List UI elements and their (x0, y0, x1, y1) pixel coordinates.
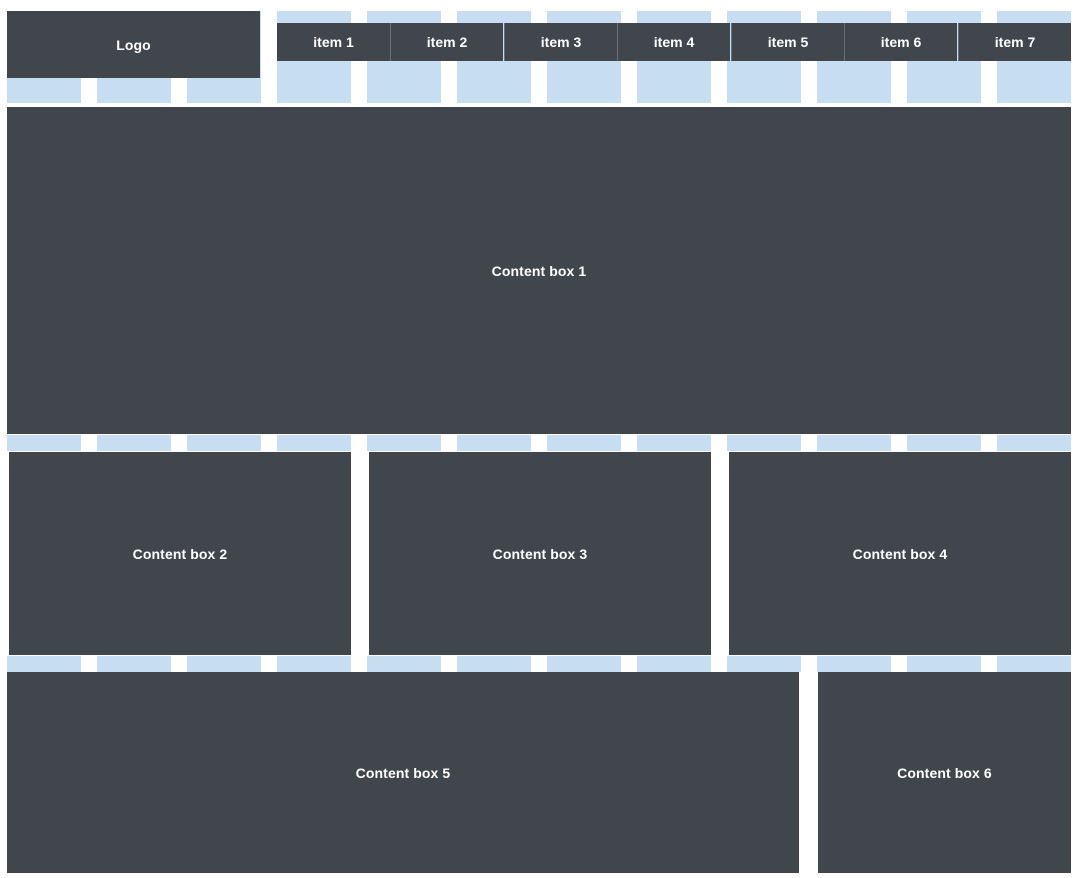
content-box-6-label: Content box 6 (897, 764, 992, 781)
content-box-4: Content box 4 (729, 452, 1071, 655)
grid-column-strip (727, 656, 801, 672)
content-box-3: Content box 3 (369, 452, 711, 655)
grid-column-strip (907, 656, 981, 672)
nav-item-label: item 1 (313, 34, 354, 50)
content-box-1-label: Content box 1 (491, 262, 587, 279)
nav-item-5[interactable]: item 5 (731, 23, 844, 61)
content-box-3-label: Content box 3 (492, 545, 588, 562)
nav-item-label: item 3 (540, 34, 582, 50)
grid-column-strip (97, 656, 171, 672)
grid-column-strip (277, 656, 351, 672)
grid-column-strip (277, 435, 351, 451)
grid-column-strip (367, 435, 441, 451)
grid-column-strip (187, 435, 261, 451)
grid-column-strip (817, 656, 891, 672)
nav-item-6[interactable]: item 6 (844, 23, 957, 61)
nav-item-label: item 4 (653, 34, 695, 50)
grid-column-strip (97, 435, 171, 451)
nav-item-label: item 5 (767, 34, 809, 50)
content-box-5-label: Content box 5 (355, 764, 451, 781)
content-box-4-label: Content box 4 (852, 545, 948, 562)
grid-column-strip (637, 656, 711, 672)
logo-label: Logo (116, 36, 151, 53)
grid-column-strip (457, 656, 531, 672)
grid-column-strip (547, 435, 621, 451)
grid-column-strip (367, 656, 441, 672)
content-box-2-label: Content box 2 (132, 545, 228, 562)
content-box-1: Content box 1 (7, 107, 1071, 434)
nav-item-label: item 2 (426, 34, 468, 50)
grid-column-strip (187, 656, 261, 672)
nav-item-4[interactable]: item 4 (617, 23, 730, 61)
grid-column-strip (547, 656, 621, 672)
grid-column-strip (7, 656, 81, 672)
nav-item-label: item 7 (994, 34, 1036, 50)
nav-item-label: item 6 (880, 34, 922, 50)
grid-column-strip (457, 435, 531, 451)
content-box-5: Content box 5 (7, 672, 799, 873)
grid-column-strip (637, 435, 711, 451)
nav-item-7[interactable]: item 7 (958, 23, 1071, 61)
grid-column-strip (727, 435, 801, 451)
nav-item-3[interactable]: item 3 (504, 23, 617, 61)
logo-box[interactable]: Logo (7, 11, 260, 78)
content-box-2: Content box 2 (9, 452, 351, 655)
grid-column-strip (997, 435, 1071, 451)
grid-column-strip (907, 435, 981, 451)
nav-item-1[interactable]: item 1 (277, 23, 390, 61)
grid-column-strip (7, 435, 81, 451)
grid-column-strip (817, 435, 891, 451)
nav-item-2[interactable]: item 2 (390, 23, 503, 61)
content-box-6: Content box 6 (818, 672, 1071, 873)
grid-column-strip (997, 656, 1071, 672)
